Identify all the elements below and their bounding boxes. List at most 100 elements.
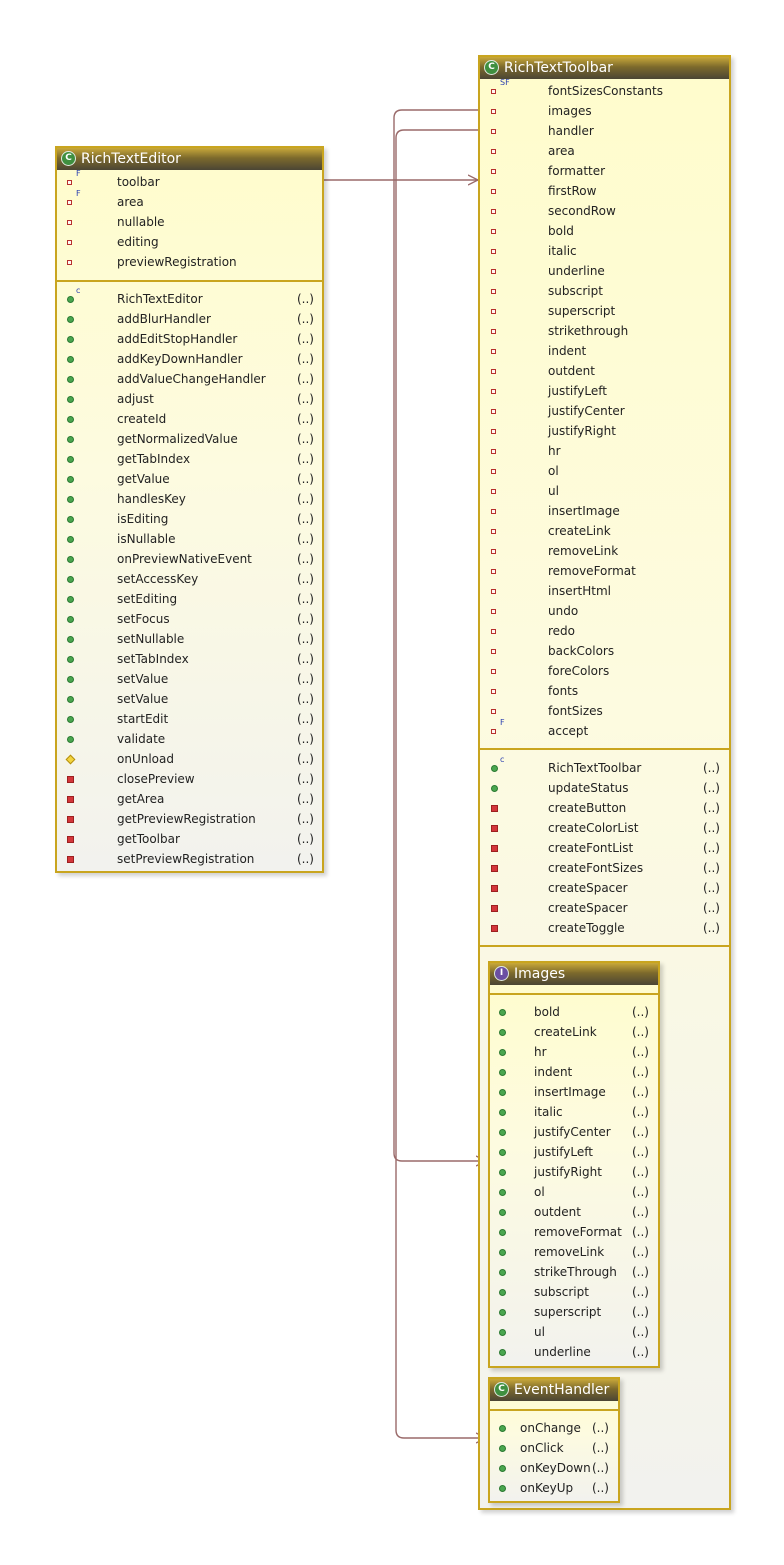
method-row[interactable]: hr(..): [490, 1042, 658, 1062]
method-row[interactable]: createSpacer(..): [480, 898, 729, 918]
field-row[interactable]: insertImage: [480, 501, 729, 521]
field-row[interactable]: strikethrough: [480, 321, 729, 341]
method-row[interactable]: ol(..): [490, 1182, 658, 1202]
method-row[interactable]: justifyLeft(..): [490, 1142, 658, 1162]
method-row[interactable]: addValueChangeHandler(..): [57, 369, 322, 389]
method-row[interactable]: createFontList(..): [480, 838, 729, 858]
method-row[interactable]: onChange(..): [490, 1418, 618, 1438]
method-row[interactable]: ul(..): [490, 1322, 658, 1342]
field-row[interactable]: subscript: [480, 281, 729, 301]
field-row[interactable]: area: [480, 141, 729, 161]
method-row[interactable]: setNullable(..): [57, 629, 322, 649]
method-row[interactable]: setTabIndex(..): [57, 649, 322, 669]
method-row[interactable]: createColorList(..): [480, 818, 729, 838]
method-row[interactable]: outdent(..): [490, 1202, 658, 1222]
method-row[interactable]: bold(..): [490, 1002, 658, 1022]
field-row[interactable]: justifyRight: [480, 421, 729, 441]
method-row[interactable]: handlesKey(..): [57, 489, 322, 509]
method-row[interactable]: setFocus(..): [57, 609, 322, 629]
method-row[interactable]: removeFormat(..): [490, 1222, 658, 1242]
field-row[interactable]: insertHtml: [480, 581, 729, 601]
method-row[interactable]: setPreviewRegistration(..): [57, 849, 322, 869]
method-row[interactable]: closePreview(..): [57, 769, 322, 789]
method-row[interactable]: setValue(..): [57, 689, 322, 709]
field-row[interactable]: fontSizes: [480, 701, 729, 721]
method-row[interactable]: updateStatus(..): [480, 778, 729, 798]
field-row[interactable]: superscript: [480, 301, 729, 321]
method-row[interactable]: removeLink(..): [490, 1242, 658, 1262]
method-row[interactable]: getPreviewRegistration(..): [57, 809, 322, 829]
field-row[interactable]: ol: [480, 461, 729, 481]
method-row[interactable]: onKeyDown(..): [490, 1458, 618, 1478]
field-row[interactable]: previewRegistration: [57, 252, 322, 272]
method-row[interactable]: isEditing(..): [57, 509, 322, 529]
method-row[interactable]: superscript(..): [490, 1302, 658, 1322]
method-row[interactable]: getArea(..): [57, 789, 322, 809]
field-row[interactable]: fonts: [480, 681, 729, 701]
method-row[interactable]: setEditing(..): [57, 589, 322, 609]
method-row[interactable]: indent(..): [490, 1062, 658, 1082]
method-row[interactable]: underline(..): [490, 1342, 658, 1362]
field-row[interactable]: italic: [480, 241, 729, 261]
field-row[interactable]: undo: [480, 601, 729, 621]
method-row[interactable]: justifyCenter(..): [490, 1122, 658, 1142]
method-row[interactable]: startEdit(..): [57, 709, 322, 729]
method-row[interactable]: addKeyDownHandler(..): [57, 349, 322, 369]
method-row[interactable]: isNullable(..): [57, 529, 322, 549]
field-row[interactable]: images: [480, 101, 729, 121]
method-row[interactable]: addBlurHandler(..): [57, 309, 322, 329]
method-row[interactable]: createSpacer(..): [480, 878, 729, 898]
method-row[interactable]: createButton(..): [480, 798, 729, 818]
method-row[interactable]: createFontSizes(..): [480, 858, 729, 878]
method-row[interactable]: insertImage(..): [490, 1082, 658, 1102]
field-row[interactable]: justifyCenter: [480, 401, 729, 421]
method-row[interactable]: italic(..): [490, 1102, 658, 1122]
method-row[interactable]: adjust(..): [57, 389, 322, 409]
field-row[interactable]: outdent: [480, 361, 729, 381]
method-row[interactable]: validate(..): [57, 729, 322, 749]
field-row[interactable]: hr: [480, 441, 729, 461]
method-row[interactable]: onKeyUp(..): [490, 1478, 618, 1498]
field-row[interactable]: redo: [480, 621, 729, 641]
field-row[interactable]: justifyLeft: [480, 381, 729, 401]
field-row[interactable]: removeFormat: [480, 561, 729, 581]
method-row[interactable]: createToggle(..): [480, 918, 729, 938]
field-row[interactable]: editing: [57, 232, 322, 252]
field-row[interactable]: nullable: [57, 212, 322, 232]
method-row[interactable]: onUnload(..): [57, 749, 322, 769]
method-row[interactable]: onClick(..): [490, 1438, 618, 1458]
field-row[interactable]: backColors: [480, 641, 729, 661]
method-row[interactable]: setValue(..): [57, 669, 322, 689]
method-row[interactable]: setAccessKey(..): [57, 569, 322, 589]
method-row[interactable]: addEditStopHandler(..): [57, 329, 322, 349]
method-row[interactable]: getToolbar(..): [57, 829, 322, 849]
field-row[interactable]: ul: [480, 481, 729, 501]
field-row[interactable]: underline: [480, 261, 729, 281]
field-row[interactable]: foreColors: [480, 661, 729, 681]
method-row[interactable]: getTabIndex(..): [57, 449, 322, 469]
interface-images[interactable]: I Images bold(..)createLink(..)hr(..)ind…: [488, 961, 660, 1368]
field-row[interactable]: bold: [480, 221, 729, 241]
method-row[interactable]: onPreviewNativeEvent(..): [57, 549, 322, 569]
field-row[interactable]: handler: [480, 121, 729, 141]
field-row[interactable]: firstRow: [480, 181, 729, 201]
class-eventhandler[interactable]: C EventHandler onChange(..)onClick(..)on…: [488, 1377, 620, 1503]
field-row[interactable]: indent: [480, 341, 729, 361]
method-row[interactable]: getValue(..): [57, 469, 322, 489]
method-row[interactable]: justifyRight(..): [490, 1162, 658, 1182]
method-row[interactable]: strikeThrough(..): [490, 1262, 658, 1282]
method-row[interactable]: getNormalizedValue(..): [57, 429, 322, 449]
method-row[interactable]: createId(..): [57, 409, 322, 429]
field-row[interactable]: createLink: [480, 521, 729, 541]
field-row[interactable]: formatter: [480, 161, 729, 181]
method-row[interactable]: subscript(..): [490, 1282, 658, 1302]
method-row[interactable]: createLink(..): [490, 1022, 658, 1042]
